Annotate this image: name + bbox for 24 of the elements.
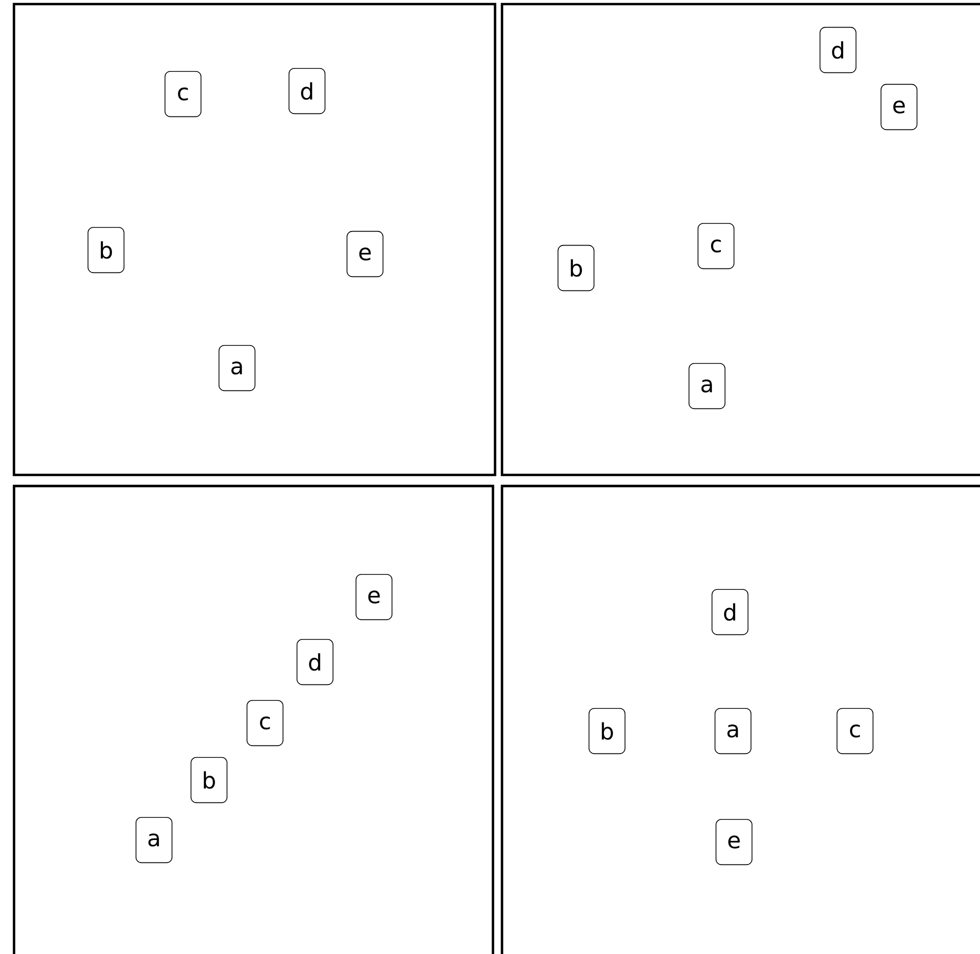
letter-box: b xyxy=(88,226,124,274)
panel-frame xyxy=(500,2,980,476)
panel-frame xyxy=(12,484,494,954)
panel-frame xyxy=(12,2,496,476)
letter-box: a xyxy=(688,362,726,410)
letter-box: b xyxy=(588,708,626,754)
panel-frame xyxy=(500,484,980,954)
letter-box: d xyxy=(712,588,748,636)
letter-box: d xyxy=(820,26,856,74)
letter-box: e xyxy=(880,84,918,130)
letter-box: d xyxy=(296,638,334,686)
letter-box: e xyxy=(356,574,392,620)
letter-box: c xyxy=(836,708,874,754)
letter-box: b xyxy=(558,244,594,292)
letter-box: d xyxy=(288,68,326,114)
letter-box: a xyxy=(218,344,256,392)
letter-box: a xyxy=(136,816,172,864)
letter-box: e xyxy=(346,230,384,278)
letter-box: b xyxy=(190,756,228,804)
letter-box: a xyxy=(714,708,752,754)
letter-box: e xyxy=(716,818,752,866)
letter-box: c xyxy=(164,70,202,118)
letter-box: c xyxy=(698,222,734,270)
letter-box: c xyxy=(246,700,284,746)
